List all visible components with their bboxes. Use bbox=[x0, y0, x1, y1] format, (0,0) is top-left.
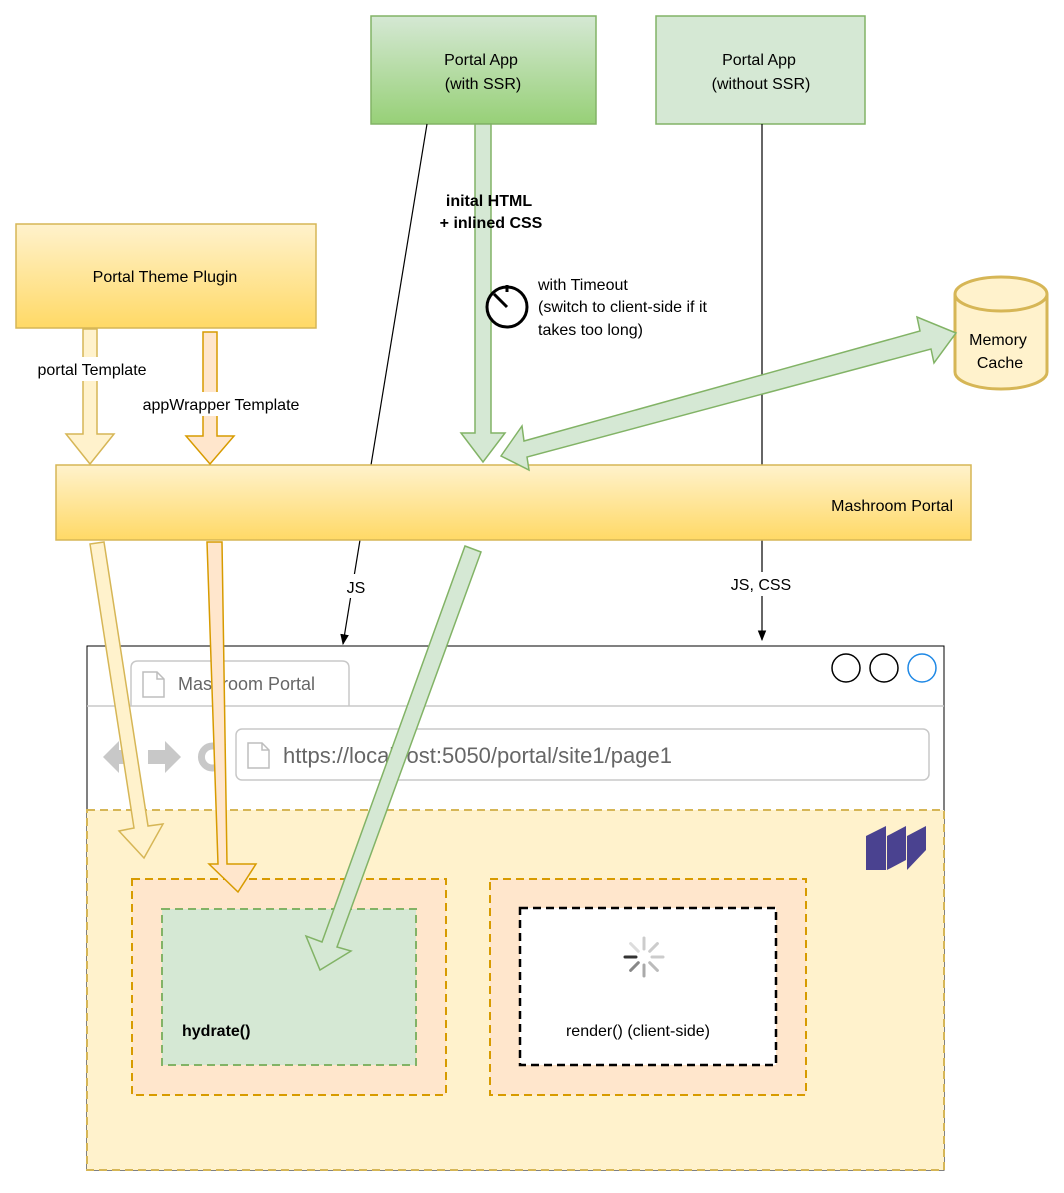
portal-template-label-bg bbox=[24, 357, 162, 381]
js-line-upper bbox=[370, 123, 428, 466]
tab-title: Mashroom Portal bbox=[178, 674, 315, 694]
render-label: render() (client-side) bbox=[566, 1023, 710, 1040]
appwrapper-template-label-bg bbox=[128, 392, 314, 416]
ssr-initial-html-arrow bbox=[459, 123, 507, 464]
ssr-html-into-page-arrow bbox=[304, 545, 482, 972]
memory-cache-line1: Memory bbox=[969, 332, 1027, 349]
mashroom-portal-label: Mashroom Portal bbox=[831, 498, 953, 515]
js-css-label-bg bbox=[720, 572, 800, 596]
timeout-label-1: with Timeout bbox=[537, 277, 628, 294]
portal-theme-plugin-label: Portal Theme Plugin bbox=[93, 269, 238, 286]
loading-spinner-icon bbox=[623, 936, 665, 978]
portal-theme-plugin-box bbox=[15, 223, 317, 329]
portal-app-no-ssr-box bbox=[655, 15, 866, 125]
portal-app-ssr-box bbox=[370, 15, 597, 125]
initial-html-label-1: inital HTML bbox=[446, 193, 532, 210]
forward-arrow-icon[interactable] bbox=[148, 741, 181, 773]
appwrapper-into-page-arrow bbox=[206, 541, 258, 894]
js-label-bg bbox=[340, 574, 372, 598]
memory-cache-line2: Cache bbox=[977, 355, 1023, 372]
address-url: https://localhost:5050/portal/site1/page… bbox=[283, 743, 672, 768]
back-arrow-icon[interactable] bbox=[103, 741, 131, 773]
portal-app-ssr-line1: Portal App bbox=[444, 52, 518, 69]
tab-page-icon bbox=[142, 671, 165, 698]
timeout-icon bbox=[485, 285, 529, 329]
timeout-label-3: takes too long) bbox=[538, 322, 643, 339]
portal-app-no-ssr-line1: Portal App bbox=[722, 52, 796, 69]
portal-template-arrow bbox=[64, 328, 116, 466]
address-page-icon bbox=[247, 742, 270, 769]
js-css-label: JS, CSS bbox=[731, 577, 791, 594]
initial-html-label-2: + inlined CSS bbox=[440, 215, 543, 232]
portal-app-ssr-line2: (with SSR) bbox=[445, 76, 521, 93]
portal-template-into-page-arrow bbox=[89, 541, 165, 860]
mashroom-portal-bar bbox=[55, 464, 972, 541]
hydrate-label: hydrate() bbox=[182, 1023, 250, 1040]
timeout-label-2: (switch to client-side if it bbox=[538, 299, 707, 316]
js-label: JS bbox=[347, 580, 366, 597]
client-app-area bbox=[518, 906, 778, 1067]
browser-tab[interactable] bbox=[130, 660, 350, 706]
window-button-3[interactable] bbox=[907, 653, 937, 683]
ssr-app-area bbox=[161, 908, 417, 1066]
appwrapper-template-label: appWrapper Template bbox=[143, 397, 300, 414]
mashroom-logo-icon bbox=[866, 826, 926, 870]
window-button-2[interactable] bbox=[869, 653, 899, 683]
window-button-1[interactable] bbox=[831, 653, 861, 683]
portal-app-no-ssr-line2: (without SSR) bbox=[712, 76, 811, 93]
portal-template-label: portal Template bbox=[37, 362, 146, 379]
memory-cache-double-arrow bbox=[499, 315, 958, 472]
memory-cache-cylinder bbox=[953, 275, 1049, 391]
